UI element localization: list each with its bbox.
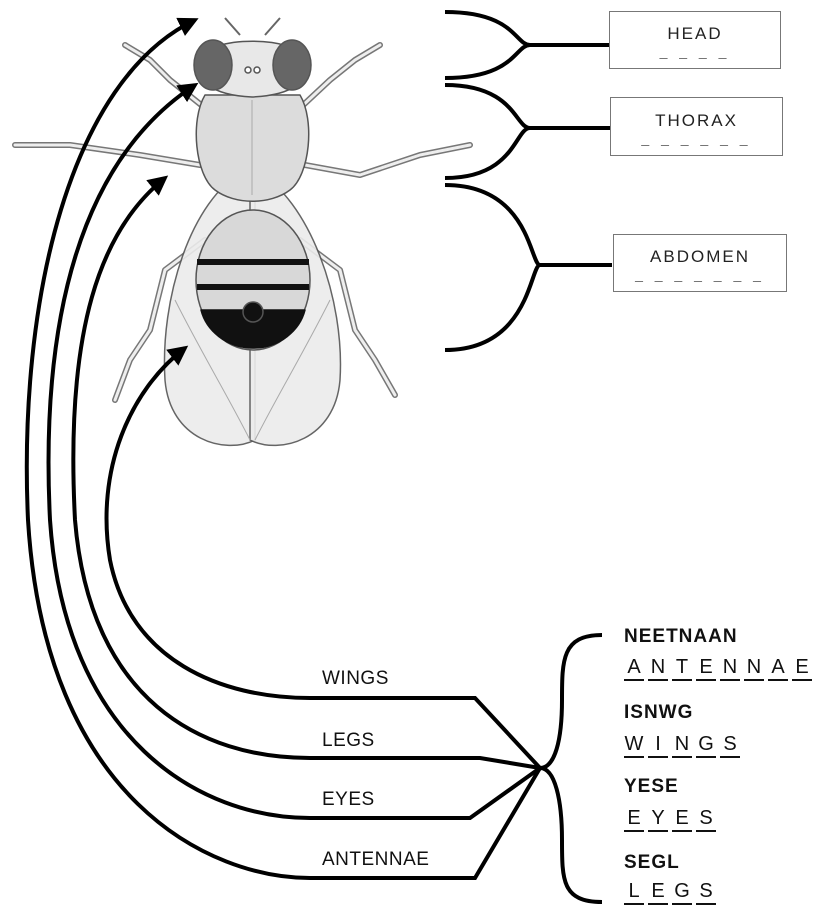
puzzle-bracket bbox=[540, 635, 602, 902]
answer-letter: I bbox=[648, 733, 668, 758]
head-label: HEAD bbox=[667, 24, 722, 44]
answer-letter: A bbox=[624, 656, 644, 681]
feature-label-eyes: EYES bbox=[322, 789, 375, 811]
answer-letter: L bbox=[624, 880, 644, 905]
answer-letter: G bbox=[672, 880, 692, 905]
answer-letter: E bbox=[648, 880, 668, 905]
bracket-thorax bbox=[445, 85, 610, 178]
thorax-blanks: _ _ _ _ _ _ bbox=[641, 133, 751, 143]
scrambled-word: YESE bbox=[624, 776, 679, 798]
abdomen-label: ABDOMEN bbox=[650, 247, 750, 267]
answer-letter: E bbox=[624, 807, 644, 832]
answer-letter: A bbox=[768, 656, 788, 681]
answer-word: E Y E S bbox=[624, 807, 716, 832]
answer-letter: T bbox=[672, 656, 692, 681]
feature-label-wings: WINGS bbox=[322, 668, 389, 690]
answer-letter: N bbox=[648, 656, 668, 681]
answer-letter: S bbox=[696, 880, 716, 905]
answer-letter: E bbox=[672, 807, 692, 832]
body-part-brackets bbox=[445, 12, 612, 350]
abdomen-blanks: _ _ _ _ _ _ _ bbox=[635, 269, 765, 279]
head-blanks: _ _ _ _ bbox=[660, 46, 731, 56]
thorax-label: THORAX bbox=[655, 111, 738, 131]
answer-word: L E G S bbox=[624, 880, 716, 905]
answer-word: W I N G S bbox=[624, 733, 740, 758]
scrambled-word: NEETNAAN bbox=[624, 626, 738, 648]
bracket-head bbox=[445, 12, 610, 78]
answer-letter: N bbox=[720, 656, 740, 681]
feature-label-legs: LEGS bbox=[322, 730, 375, 752]
answer-letter: N bbox=[672, 733, 692, 758]
answer-letter: S bbox=[720, 733, 740, 758]
answer-letter: E bbox=[696, 656, 716, 681]
scrambled-word: ISNWG bbox=[624, 702, 693, 724]
answer-letter: G bbox=[696, 733, 716, 758]
abdomen-label-box: ABDOMEN _ _ _ _ _ _ _ bbox=[613, 234, 787, 292]
answer-letter: Y bbox=[648, 807, 668, 832]
right-eye bbox=[273, 40, 311, 90]
answer-letter: E bbox=[792, 656, 812, 681]
answer-letter: S bbox=[696, 807, 716, 832]
answer-letter: N bbox=[744, 656, 764, 681]
scrambled-word: SEGL bbox=[624, 852, 680, 874]
answer-letter: W bbox=[624, 733, 644, 758]
bracket-abdomen bbox=[445, 185, 612, 350]
feature-label-antennae: ANTENNAE bbox=[322, 849, 429, 871]
thorax-label-box: THORAX _ _ _ _ _ _ bbox=[610, 97, 783, 156]
left-eye bbox=[194, 40, 232, 90]
head-label-box: HEAD _ _ _ _ bbox=[609, 11, 781, 69]
answer-word: A N T E N N A E bbox=[624, 656, 812, 681]
